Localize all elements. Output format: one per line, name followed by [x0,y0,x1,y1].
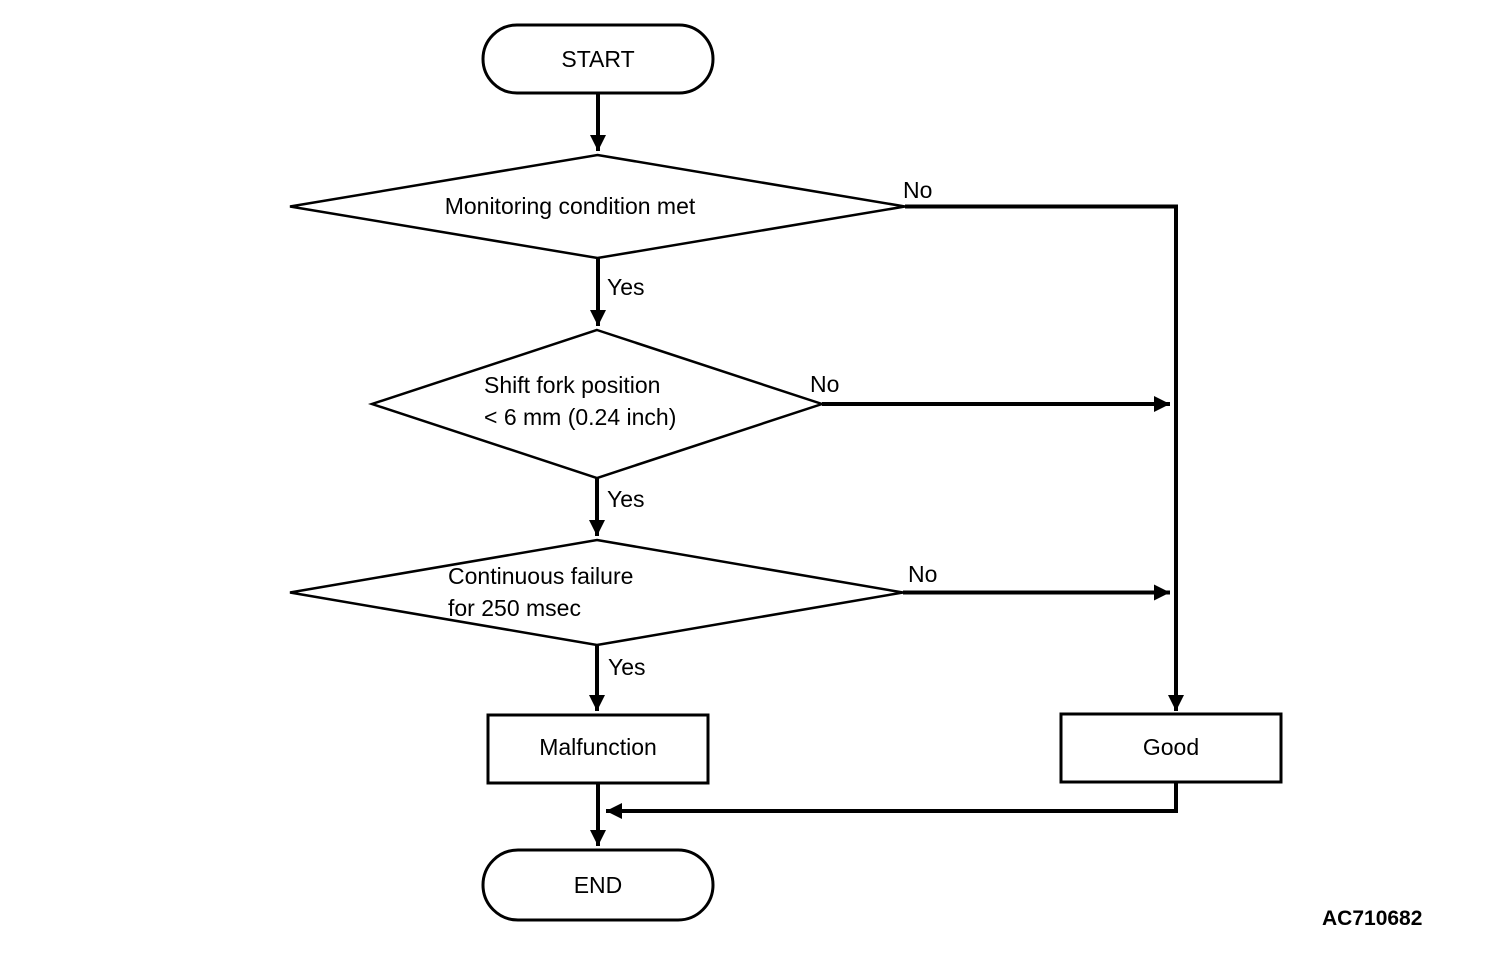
label-shift-fork-yes: Yes [607,486,645,512]
good-process-box [1059,712,1283,784]
start-label: START [561,46,634,72]
end-label: END [574,872,623,898]
good-label: Good [1143,734,1199,760]
end-terminator [481,848,715,922]
label-continuous-failure-no: No [908,561,937,587]
label-continuous-failure-yes: Yes [608,654,646,680]
decision-shift-fork-label-line2: < 6 mm (0.24 inch) [484,404,676,430]
decision-continuous-failure-label-line2: for 250 msec [448,595,581,621]
decision-monitoring-label: Monitoring condition met [445,193,696,219]
arrow-good-to-end-junction [606,782,1178,819]
label-shift-fork-no: No [810,371,839,397]
malfunction-process-box [486,713,710,785]
start-terminator [481,23,715,95]
label-monitoring-no: No [903,177,932,203]
malfunction-label: Malfunction [539,734,657,760]
decision-monitoring-condition [289,153,906,260]
label-monitoring-yes: Yes [607,274,645,300]
decision-continuous-failure-label-line1: Continuous failure [448,563,633,589]
decision-shift-fork-label-line1: Shift fork position [484,372,660,398]
edge-monitoring-no [905,204,1184,711]
decision-continuous-failure [289,538,904,647]
figure-code: AC710682 [1322,907,1422,930]
decision-shift-fork-position [367,328,827,480]
